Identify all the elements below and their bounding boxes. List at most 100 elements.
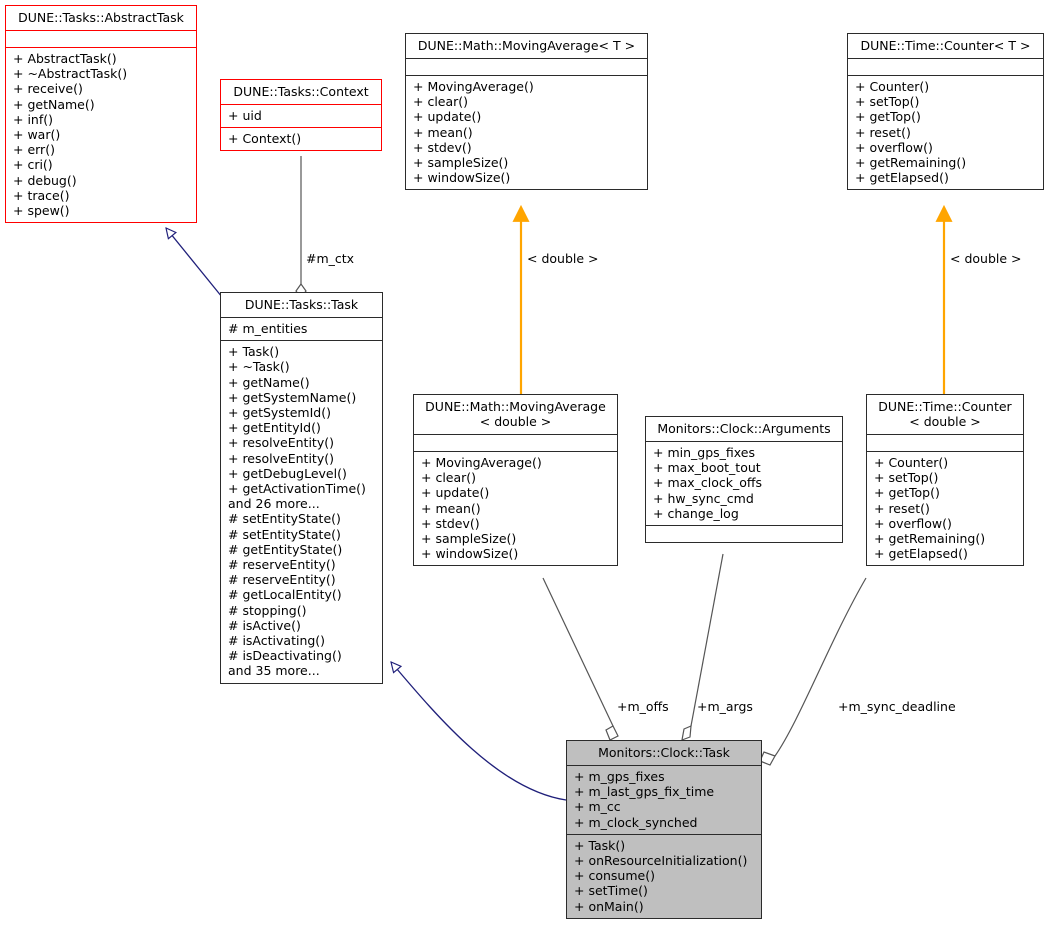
diamond-m-offs xyxy=(605,725,619,741)
member: + getRemaining() xyxy=(855,155,967,171)
member: # isActive() xyxy=(228,617,301,633)
member: + getElapsed() xyxy=(874,546,968,562)
member: + AbstractTask() xyxy=(13,51,117,66)
node-title: DUNE::Tasks::Context xyxy=(221,80,381,105)
member: + Task() xyxy=(228,344,280,360)
attributes-compartment xyxy=(406,59,647,76)
edge-inheritance-task-abstracttask xyxy=(166,228,223,298)
node-counter-template[interactable]: DUNE::Time::Counter< T > + Counter() + s… xyxy=(847,33,1044,191)
member: # reserveEntity() xyxy=(228,572,336,588)
node-arguments[interactable]: Monitors::Clock::Arguments + min_gps_fix… xyxy=(645,416,843,544)
node-counter-double[interactable]: DUNE::Time::Counter < double > + Counter… xyxy=(866,394,1024,567)
edge-aggregation-m-sync-deadline xyxy=(774,577,867,757)
operations-compartment: + AbstractTask() + ~AbstractTask() + rec… xyxy=(6,48,196,222)
edge-label-m-offs: +m_offs xyxy=(617,699,669,714)
node-tasks-task[interactable]: DUNE::Tasks::Task # m_entities + Task() … xyxy=(220,292,383,684)
operations-compartment: + Task() + onResourceInitialization() + … xyxy=(567,834,761,918)
member: + getName() xyxy=(13,96,95,112)
member: + overflow() xyxy=(855,139,933,155)
member: + getEntityId() xyxy=(228,420,321,436)
member: + cri() xyxy=(13,157,53,173)
diamond-m-sync-deadline xyxy=(759,751,776,766)
member: + m_cc xyxy=(574,799,621,815)
member: + consume() xyxy=(574,868,655,884)
member: + spew() xyxy=(13,203,70,219)
member: + change_log xyxy=(653,505,739,521)
member: + m_clock_synched xyxy=(574,814,698,830)
operations-compartment: + Counter() + setTop() + getTop() + rese… xyxy=(848,76,1043,189)
node-title: DUNE::Time::Counter < double > xyxy=(867,395,1023,435)
node-title: DUNE::Math::MovingAverage < double > xyxy=(414,395,617,435)
diamond-m-args xyxy=(681,725,692,741)
member: + mean() xyxy=(413,124,473,140)
member: # getEntityState() xyxy=(228,541,343,557)
member: + m_gps_fixes xyxy=(574,769,665,784)
member: # m_entities xyxy=(228,321,308,336)
attributes-compartment: + m_gps_fixes + m_last_gps_fix_time + m_… xyxy=(567,766,761,835)
member: + overflow() xyxy=(874,515,952,531)
member: + MovingAverage() xyxy=(413,79,534,94)
attributes-compartment xyxy=(6,31,196,48)
member: + clear() xyxy=(421,470,477,486)
node-title: Monitors::Clock::Task xyxy=(567,741,761,766)
node-context[interactable]: DUNE::Tasks::Context + uid + Context() xyxy=(220,79,382,152)
node-title: DUNE::Tasks::AbstractTask xyxy=(6,6,196,31)
member: + getName() xyxy=(228,374,310,390)
member: + sampleSize() xyxy=(421,531,517,547)
member: + onResourceInitialization() xyxy=(574,853,748,869)
edge-inheritance-clocktask-task xyxy=(391,662,567,801)
member: + reset() xyxy=(855,124,911,140)
member: + hw_sync_cmd xyxy=(653,490,754,506)
member: + getRemaining() xyxy=(874,531,986,547)
node-title: Monitors::Clock::Arguments xyxy=(646,417,842,442)
member: + getElapsed() xyxy=(855,170,949,186)
member: + mean() xyxy=(421,500,481,516)
member: + MovingAverage() xyxy=(421,455,542,470)
node-clock-task[interactable]: Monitors::Clock::Task + m_gps_fixes + m_… xyxy=(566,740,762,919)
member: + min_gps_fixes xyxy=(653,445,755,460)
member: + trace() xyxy=(13,187,70,203)
member: and 35 more... xyxy=(228,663,320,679)
member: + Context() xyxy=(228,131,302,147)
member: + update() xyxy=(421,485,490,501)
member: + resolveEntity() xyxy=(228,435,334,451)
member: + getSystemName() xyxy=(228,389,357,405)
member: + max_clock_offs xyxy=(653,475,763,491)
edge-label-m-args: +m_args xyxy=(697,699,753,714)
member: + stdev() xyxy=(421,515,480,531)
attributes-compartment: # m_entities xyxy=(221,318,382,342)
member: + onMain() xyxy=(574,898,644,914)
member: # setEntityState() xyxy=(228,526,341,542)
member: + receive() xyxy=(13,81,83,97)
node-title: DUNE::Time::Counter< T > xyxy=(848,34,1043,59)
node-abstract-task[interactable]: DUNE::Tasks::AbstractTask + AbstractTask… xyxy=(5,5,197,224)
member: + windowSize() xyxy=(413,170,511,186)
operations-compartment xyxy=(646,526,842,542)
member: + max_boot_tout xyxy=(653,460,761,476)
edge-aggregation-m-offs xyxy=(542,577,614,727)
edge-label-double-right: < double > xyxy=(950,251,1022,266)
member: + clear() xyxy=(413,94,469,110)
member: + getSystemId() xyxy=(228,405,331,421)
attributes-compartment xyxy=(848,59,1043,76)
member: + sampleSize() xyxy=(413,155,509,171)
member: + setTop() xyxy=(874,470,939,486)
member: + Counter() xyxy=(855,79,930,94)
member: + setTop() xyxy=(855,94,920,110)
node-moving-average-template[interactable]: DUNE::Math::MovingAverage< T > + MovingA… xyxy=(405,33,648,191)
member: + ~Task() xyxy=(228,359,290,375)
node-moving-average-double[interactable]: DUNE::Math::MovingAverage < double > + M… xyxy=(413,394,618,567)
member: + inf() xyxy=(13,111,53,127)
member: and 26 more... xyxy=(228,496,320,512)
member: + windowSize() xyxy=(421,546,519,562)
member: + war() xyxy=(13,127,61,143)
node-title: DUNE::Math::MovingAverage< T > xyxy=(406,34,647,59)
attributes-compartment: + uid xyxy=(221,105,381,129)
attributes-compartment: + min_gps_fixes + max_boot_tout + max_cl… xyxy=(646,442,842,527)
member: + debug() xyxy=(13,172,77,188)
member: # reserveEntity() xyxy=(228,557,336,573)
edge-label-double-left: < double > xyxy=(527,251,599,266)
member: + reset() xyxy=(874,500,930,516)
member: + resolveEntity() xyxy=(228,450,334,466)
